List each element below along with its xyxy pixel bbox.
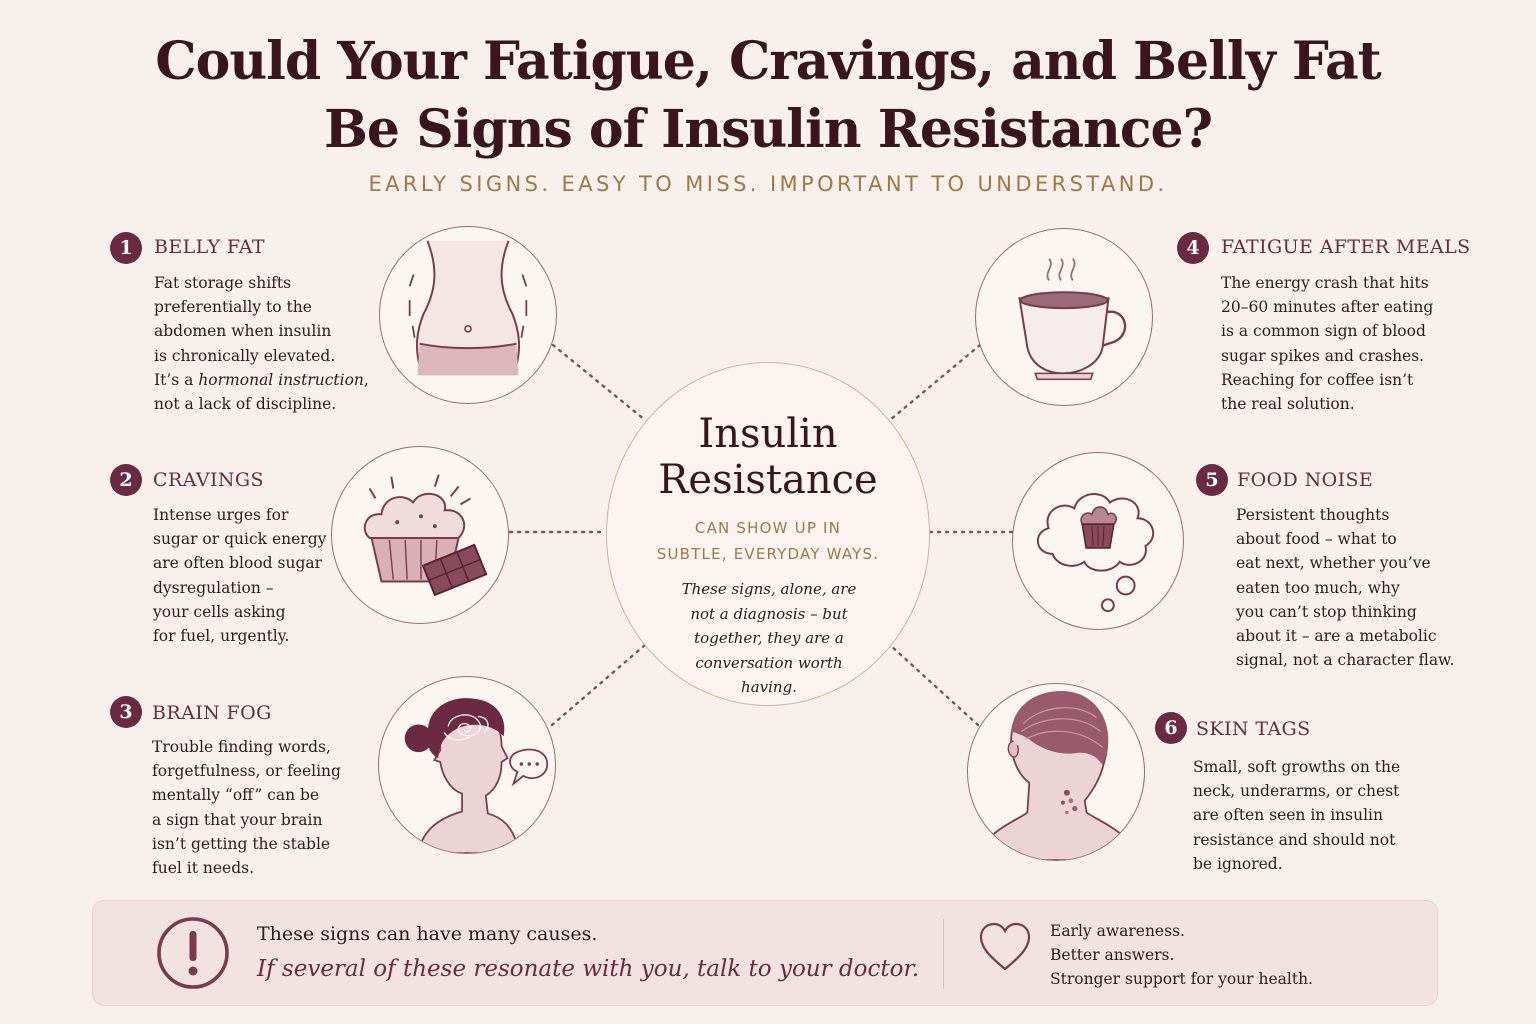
title-line-2: Be Signs of Insulin Resistance?	[323, 99, 1213, 160]
connector-4	[888, 343, 982, 422]
neck-skin-tags-icon	[967, 683, 1145, 861]
coffee-cup-icon	[975, 228, 1153, 406]
center-subtitle: CAN SHOW UP IN SUBTLE, EVERYDAY WAYS.	[656, 519, 880, 563]
sign-heading: BRAIN FOG	[152, 702, 272, 724]
foggy-head-icon	[378, 676, 556, 854]
footer-advice-text: If several of these resonate with you, t…	[257, 956, 920, 982]
sign-description: Fat storage shifts preferentially to the…	[154, 274, 369, 414]
waist-icon	[379, 226, 557, 404]
footer-caution-text: These signs can have many causes.	[257, 923, 598, 945]
sign-heading: CRAVINGS	[153, 469, 264, 491]
sign-description: Trouble finding words, forgetfulness, or…	[152, 738, 341, 878]
sign-number: 5	[1196, 464, 1228, 496]
sign-description: Persistent thoughts about food – what to…	[1236, 506, 1455, 670]
page-subtitle: EARLY SIGNS. EASY TO MISS. IMPORTANT TO …	[368, 172, 1168, 196]
footer-tagline: Early awareness. Better answers. Stronge…	[1050, 922, 1313, 988]
heart-outline-icon	[979, 922, 1031, 971]
thought-bubble-cupcake-icon	[1012, 452, 1184, 630]
sign-number: 6	[1155, 712, 1187, 744]
exclamation-circle-icon	[157, 917, 229, 989]
sign-description: The energy crash that hits 20–60 minutes…	[1221, 274, 1434, 414]
footer-banner: These signs can have many causes. If sev…	[92, 900, 1438, 1006]
sign-heading: FATIGUE AFTER MEALS	[1221, 236, 1471, 258]
footer-divider	[943, 919, 944, 989]
center-circle: Insulin Resistance CAN SHOW UP IN SUBTLE…	[606, 362, 930, 706]
cupcake-chocolate-icon	[331, 446, 509, 624]
center-title: Insulin Resistance	[658, 411, 878, 503]
page-title: Could Your Fatigue, Cravings, and Belly …	[0, 28, 1536, 164]
sign-description: Intense urges for sugar or quick energy …	[153, 506, 327, 646]
sign-heading: FOOD NOISE	[1237, 469, 1374, 491]
connector-1	[551, 343, 647, 422]
sign-heading: BELLY FAT	[154, 236, 265, 258]
title-line-1: Could Your Fatigue, Cravings, and Belly …	[155, 31, 1381, 92]
sign-number: 2	[110, 464, 142, 496]
center-note: These signs, alone, are not a diagnosis …	[681, 580, 857, 696]
sign-number: 1	[110, 232, 142, 264]
connector-3	[550, 643, 647, 727]
sign-number: 4	[1177, 232, 1209, 264]
sign-heading: SKIN TAGS	[1196, 718, 1311, 740]
connector-6	[888, 643, 980, 727]
sign-number: 3	[110, 696, 142, 728]
sign-description: Small, soft growths on the neck, underar…	[1193, 758, 1401, 873]
